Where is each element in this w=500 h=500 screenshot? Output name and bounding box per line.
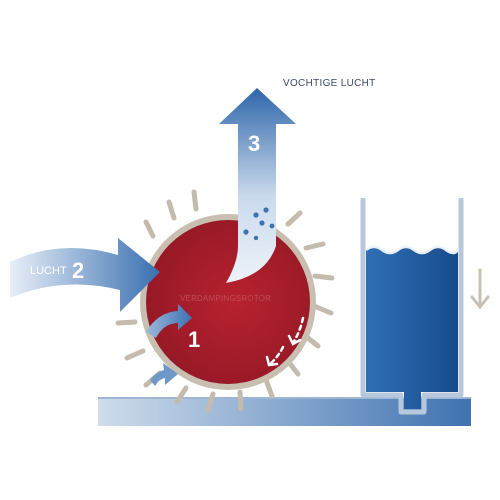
water-tank xyxy=(360,198,464,415)
step-2-number: 2 xyxy=(72,258,85,283)
airflow-arrow-bottom xyxy=(150,363,178,386)
water-droplets xyxy=(243,207,275,241)
humid-air-label: VOCHTIGE LUCHT xyxy=(283,78,376,89)
airflow-arrow-1 xyxy=(146,304,192,338)
water-level-arrow xyxy=(470,268,490,310)
air-label: LUCHT xyxy=(30,265,67,277)
step-1-number: 1 xyxy=(188,327,201,352)
rotor-disc xyxy=(146,220,310,384)
airflow-arrow-2 xyxy=(10,238,160,312)
airflow-arrow-3 xyxy=(219,88,296,283)
step-3-number: 3 xyxy=(248,131,261,156)
rotation-arrows xyxy=(265,316,305,367)
tank-water xyxy=(366,247,458,409)
rotor-label: VERDAMPINGSROTOR xyxy=(180,294,272,303)
